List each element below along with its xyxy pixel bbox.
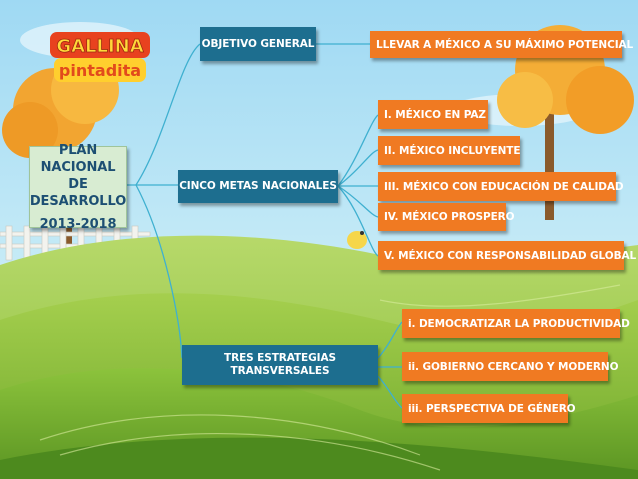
root-line-1: PLAN: [59, 142, 97, 159]
objetivo-general-label: OBJETIVO GENERAL: [202, 38, 315, 51]
cinco-metas-label: CINCO METAS NACIONALES: [179, 180, 337, 193]
meta-2-label: II. MÉXICO INCLUYENTE: [384, 145, 520, 157]
node-cinco-metas: CINCO METAS NACIONALES: [178, 170, 338, 203]
meta-3-label: III. MÉXICO CON EDUCACIÓN DE CALIDAD: [384, 181, 624, 193]
meta-1-label: I. MÉXICO EN PAZ: [384, 109, 486, 121]
svg-text:GALLINA: GALLINA: [56, 36, 143, 57]
node-meta-3: III. MÉXICO CON EDUCACIÓN DE CALIDAD: [378, 172, 616, 201]
meta-5-label: V. MÉXICO CON RESPONSABILIDAD GLOBAL: [384, 250, 636, 262]
node-estrategia-2: ii. GOBIERNO CERCANO Y MODERNO: [402, 352, 608, 381]
node-objetivo-general: OBJETIVO GENERAL: [200, 27, 316, 61]
node-llevar-mexico: LLEVAR A MÉXICO A SU MÁXIMO POTENCIAL: [370, 31, 622, 58]
node-tres-estrategias: TRES ESTRATEGIAS TRANSVERSALES: [182, 345, 378, 385]
root-line-2: NACIONAL DE: [30, 159, 126, 193]
estrategia-1-label: i. DEMOCRATIZAR LA PRODUCTIVIDAD: [408, 318, 630, 330]
llevar-mexico-label: LLEVAR A MÉXICO A SU MÁXIMO POTENCIAL: [376, 39, 633, 51]
node-meta-1: I. MÉXICO EN PAZ: [378, 100, 488, 129]
root-node-plan-nacional: PLAN NACIONAL DE DESARROLLO 2013-2018: [29, 146, 127, 228]
root-line-3: DESARROLLO: [30, 193, 126, 210]
node-meta-2: II. MÉXICO INCLUYENTE: [378, 136, 520, 165]
gallina-pintadita-logo: GALLINA pintadita: [46, 28, 154, 88]
node-estrategia-3: iii. PERSPECTIVA DE GÉNERO: [402, 394, 568, 423]
tres-estrategias-label: TRES ESTRATEGIAS TRANSVERSALES: [220, 352, 340, 378]
meta-4-label: IV. MÉXICO PROSPERO: [384, 211, 514, 223]
node-meta-5: V. MÉXICO CON RESPONSABILIDAD GLOBAL: [378, 241, 624, 270]
estrategia-2-label: ii. GOBIERNO CERCANO Y MODERNO: [408, 361, 618, 373]
node-meta-4: IV. MÉXICO PROSPERO: [378, 203, 506, 231]
root-years: 2013-2018: [40, 216, 117, 233]
estrategia-3-label: iii. PERSPECTIVA DE GÉNERO: [408, 403, 576, 415]
node-estrategia-1: i. DEMOCRATIZAR LA PRODUCTIVIDAD: [402, 309, 620, 338]
svg-text:pintadita: pintadita: [59, 61, 141, 80]
